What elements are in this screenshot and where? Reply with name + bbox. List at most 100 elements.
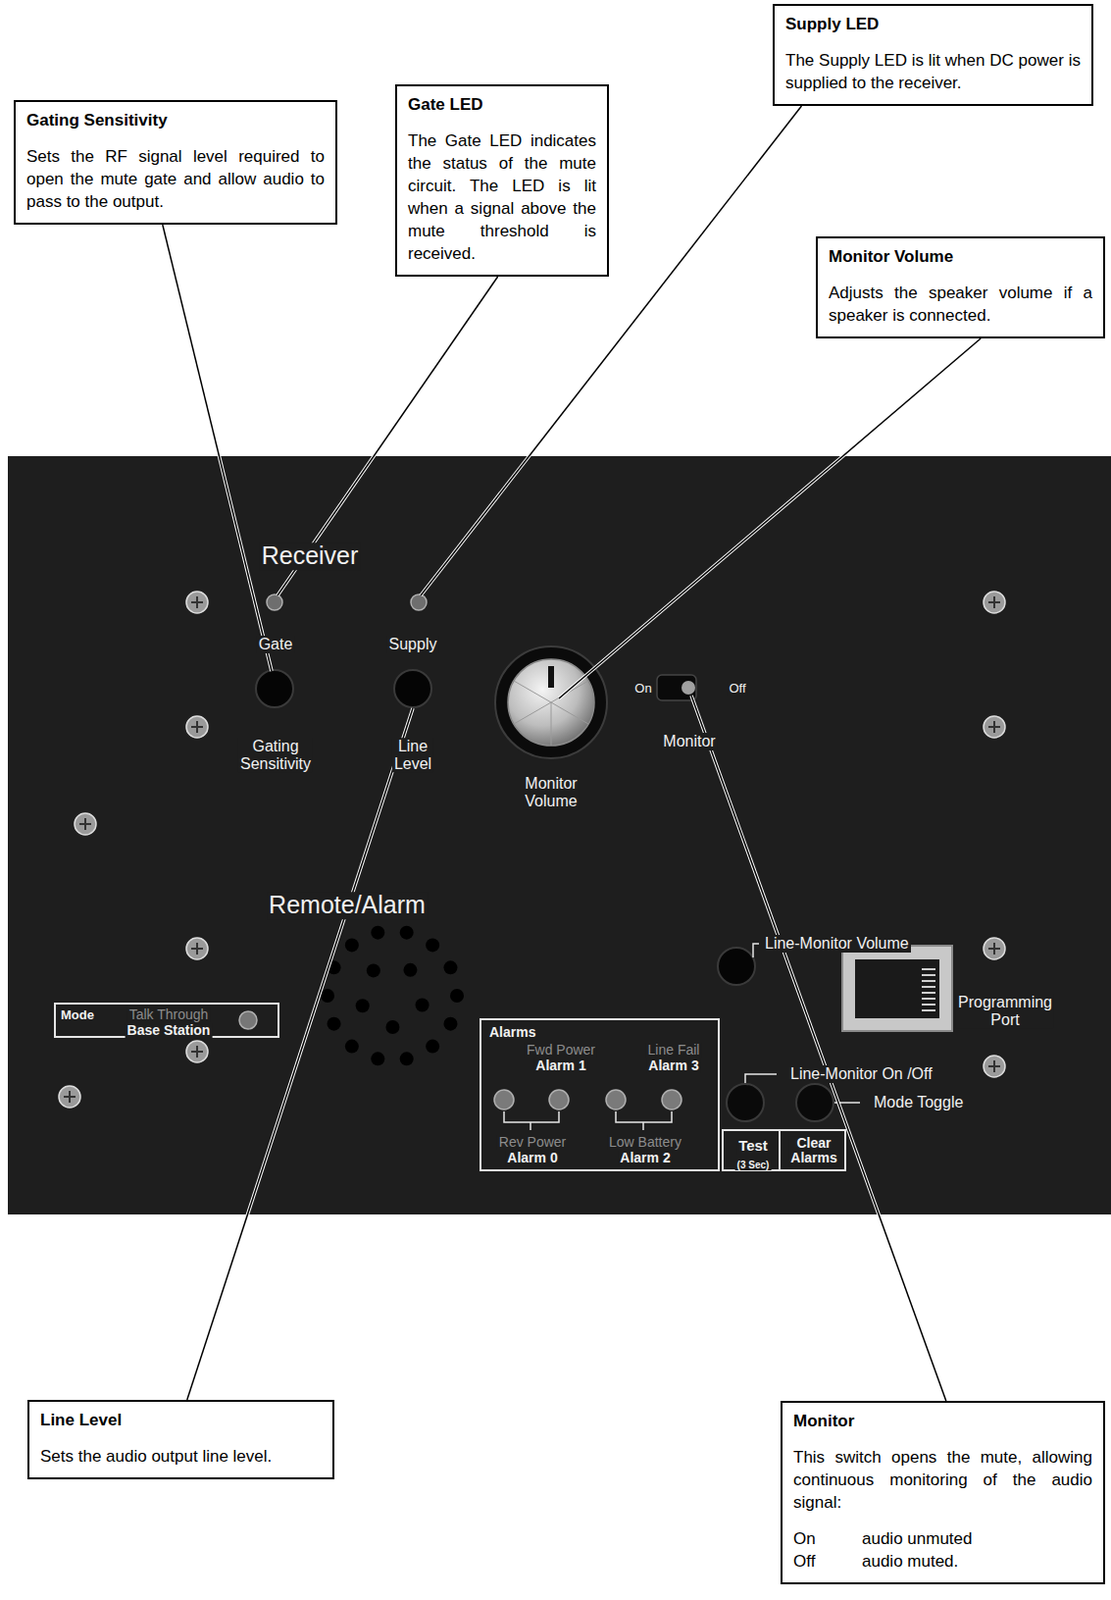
label-anchor: Clear Alarms [788,1135,839,1166]
panel-label: Low Battery [606,1134,684,1150]
callout-box: Gating SensitivitySets the RF signal lev… [13,100,338,225]
screw-slot [191,596,203,608]
panel-label: Fwd Power [524,1042,598,1058]
label-anchor: Line-Monitor Volume [762,934,911,953]
panel-label: Monitor [660,732,717,751]
trim-hole [255,669,294,707]
panel-label: Test [736,1137,770,1155]
screw-head [983,937,1006,960]
table-cell: On [793,1526,862,1550]
label-anchor: Base Station [125,1020,213,1039]
leader-halo [558,338,981,699]
speaker-hole [385,1019,400,1034]
label-anchor: Monitor [660,732,717,751]
rj45-frame [842,945,953,1031]
panel-screw [983,1055,1006,1077]
label-anchor: Mode [58,1005,97,1023]
push-button [796,1083,834,1121]
panel-screw [186,937,208,960]
label-anchor: (3 Sec) [735,1154,772,1172]
leader-line [691,695,947,1401]
screw-slot [191,1045,203,1058]
button-label-box: Test (3 Sec) [721,1128,781,1171]
label-anchor: Off [726,678,748,697]
label-anchor: Test [736,1136,770,1155]
panel-label: Line Level [392,737,434,772]
callout-heading: Gating Sensitivity [26,109,325,132]
supply-led [410,594,427,610]
label-anchor: On [632,678,654,697]
alarm-led [606,1089,626,1110]
mode-led [239,1010,257,1029]
panel-label: Line-Monitor Volume [762,934,911,953]
label-anchor: Talk Through [127,1005,211,1023]
screw-head [186,937,208,960]
panel-label: Alarms [487,1024,538,1040]
front-panel: Mode Talk ThroughBase Station AlarmsFwd Po… [7,455,1111,1214]
alarm-bracket [615,1111,672,1130]
callout-box: Monitor VolumeAdjusts the speaker volume… [815,236,1106,339]
screw-head [186,591,208,613]
screw-head [74,812,97,835]
panel-label: Alarm 0 [505,1150,559,1165]
callout-body: Sets the audio output line level. [40,1444,322,1467]
speaker-hole [370,925,385,940]
label-bracket [745,1073,777,1083]
knob-facets [513,680,589,746]
speaker-hole [370,1051,385,1065]
callout-body: Sets the RF signal level required to ope… [26,145,325,213]
screw-slot [191,942,203,955]
speaker-hole [403,962,417,977]
panel-label: Rev Power [497,1134,568,1150]
panel-label: Line Fail [646,1042,703,1058]
rj45-socket [855,959,940,1018]
leader-line [558,338,981,699]
label-anchor: Line Fail [646,1040,703,1059]
callout-heading: Supply LED [785,13,1081,36]
table-cell: Off [793,1549,862,1572]
screw-slot [63,1090,76,1103]
panel-label: Clear Alarms [788,1135,839,1166]
leader-halo [162,224,272,671]
screw-slot [988,720,1001,733]
callout-box: Supply LEDThe Supply LED is lit when DC … [772,3,1094,106]
label-anchor: Fwd Power [524,1040,598,1059]
panel-label: Gate [256,635,296,654]
panel-screw [186,591,208,613]
screw-slot [988,596,1001,608]
toggle-lever [681,680,696,695]
leader-halo [691,695,947,1401]
screw-head [983,591,1006,613]
speaker-hole [400,1051,414,1065]
speaker-hole [443,1016,457,1031]
callout-body: Adjusts the speaker volume if a speaker … [828,281,1093,327]
label-anchor: Alarm 2 [617,1148,672,1166]
callout-box: Line LevelSets the audio output line lev… [27,1399,335,1479]
knob-pointer [548,665,555,688]
label-anchor: Gating Sensitivity [238,737,313,773]
speaker-hole [443,959,457,974]
label-anchor: Alarm 3 [646,1056,701,1074]
label-anchor: Receiver [259,542,361,570]
panel-label: Mode Toggle [871,1093,965,1111]
label-anchor: Monitor Volume [522,774,579,810]
panel-label: Monitor Volume [522,774,579,809]
speaker-hole [320,988,335,1003]
panel-screw [58,1085,81,1108]
screw-head [58,1085,81,1108]
panel-label: (3 Sec) [735,1159,772,1170]
speaker-hole [450,988,464,1003]
label-anchor: Low Battery [606,1132,684,1151]
label-anchor: Gate [256,635,296,654]
label-bracket [753,943,759,958]
alarm-led [494,1089,514,1110]
label-anchor: Supply [387,635,440,654]
callout-heading: Monitor Volume [828,246,1093,268]
speaker-hole [415,997,430,1011]
panel-label: Base Station [125,1022,213,1038]
label-anchor: Remote/Alarm [266,891,428,919]
speaker-hole [345,937,359,952]
panel-label: Alarm 1 [533,1058,588,1073]
screw-head [983,715,1006,738]
panel-label: Receiver [259,542,361,570]
